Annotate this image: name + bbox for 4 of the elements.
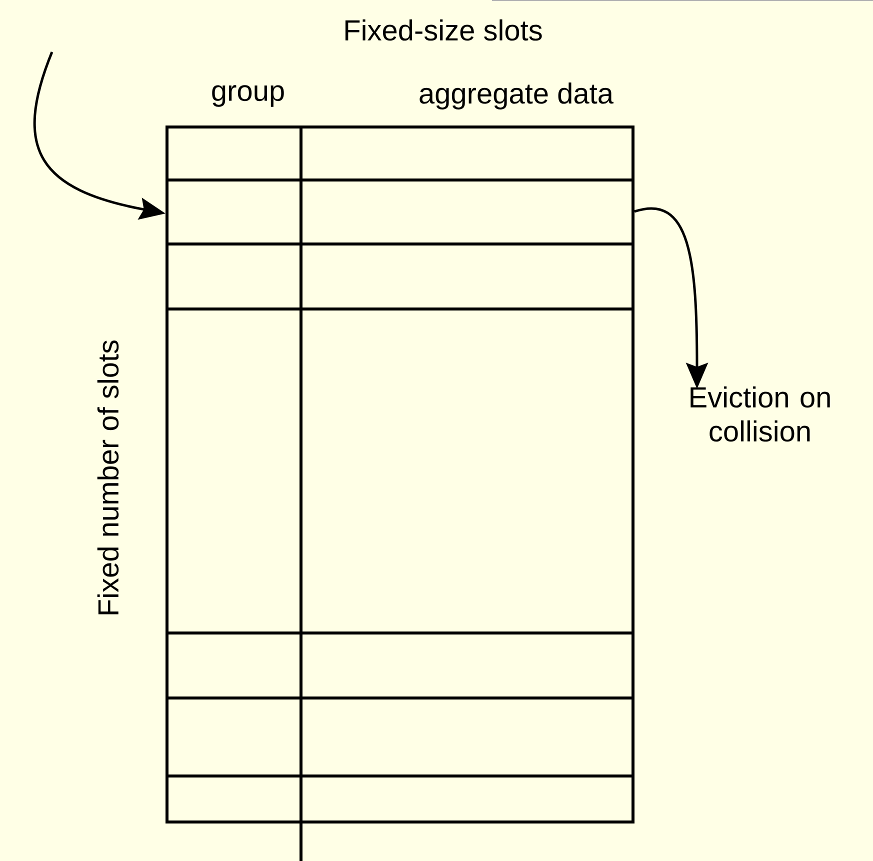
eviction-label: Eviction on collision	[690, 386, 830, 442]
column-heading: Fixed-size slots	[345, 19, 542, 41]
slot-table	[166, 126, 634, 824]
axis-label: Fixed number of slots	[97, 340, 119, 614]
